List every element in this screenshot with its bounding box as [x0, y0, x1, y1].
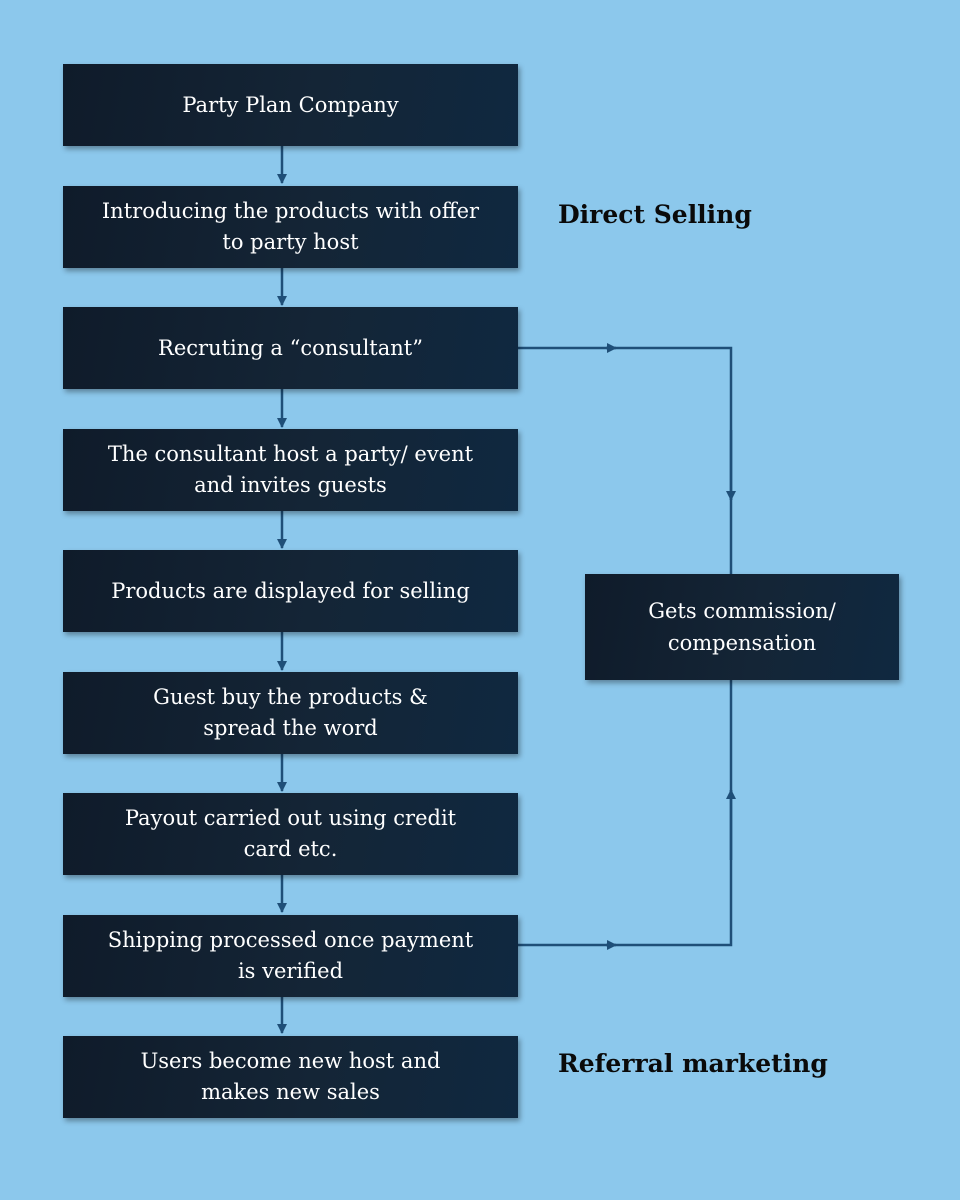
label-direct-selling: Direct Selling: [558, 200, 752, 229]
line-recruit-down: [606, 346, 733, 500]
step-users-become-hosts: Users become new host and makes new sale…: [63, 1036, 518, 1118]
step-party-plan-company: Party Plan Company: [63, 64, 518, 146]
label-referral-marketing: Referral marketing: [558, 1049, 828, 1078]
step-introducing-products: Introducing the products with offer to p…: [63, 186, 518, 268]
commission-box: Gets commission/ compensation: [585, 574, 899, 680]
step-consultant-hosts-party: The consultant host a party/ event and i…: [63, 429, 518, 511]
step-payout: Payout carried out using credit card etc…: [63, 793, 518, 875]
step-products-displayed: Products are displayed for selling: [63, 550, 518, 632]
step-recruiting-consultant: Recruting a “consultant”: [63, 307, 518, 389]
step-shipping: Shipping processed once payment is verif…: [63, 915, 518, 997]
line-shipping-up: [606, 790, 733, 947]
step-guest-buy-products: Guest buy the products & spread the word: [63, 672, 518, 754]
